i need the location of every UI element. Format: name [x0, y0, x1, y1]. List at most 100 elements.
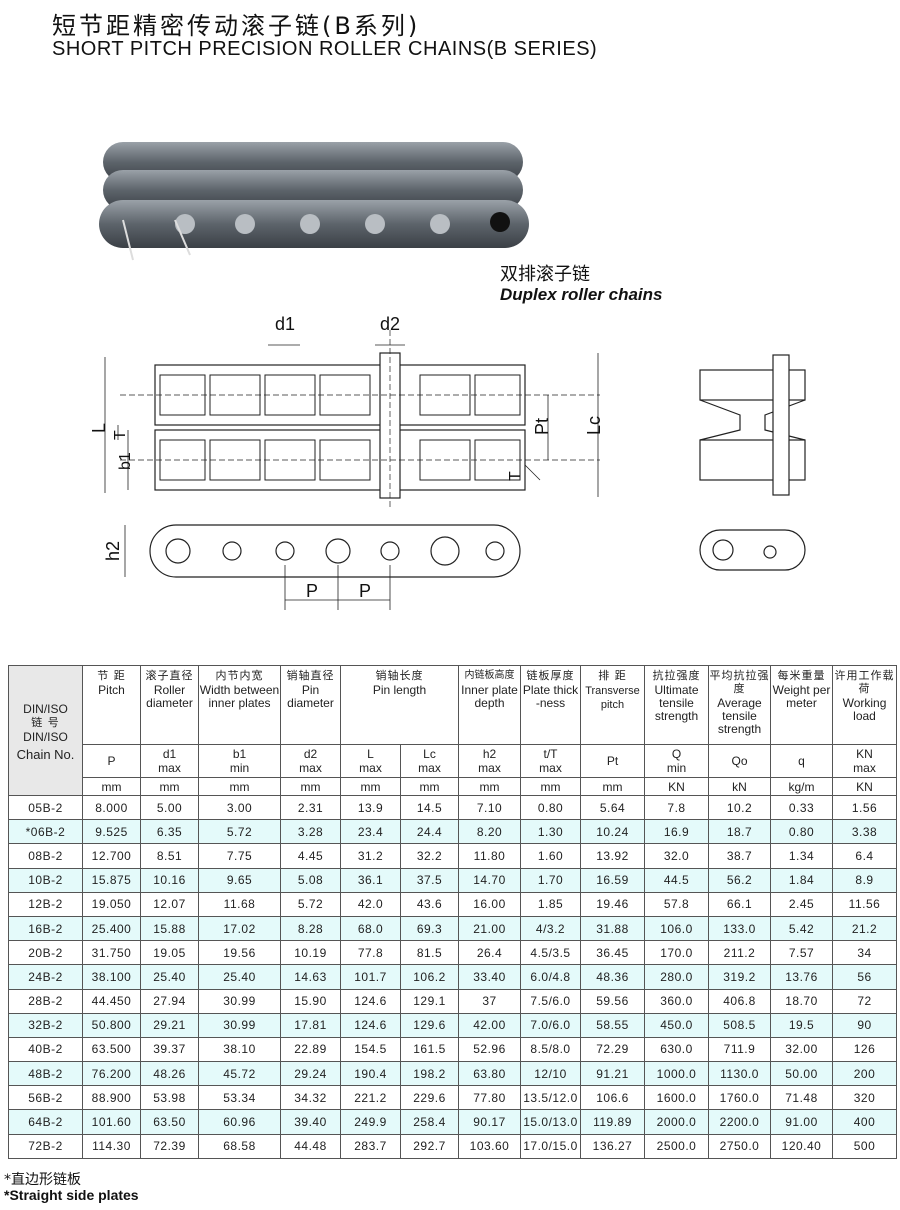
table-cell: 12.700: [82, 843, 141, 869]
table-cell: 17.81: [280, 1012, 341, 1038]
table-cell: 630.0: [644, 1036, 709, 1063]
table-cell: 1600.0: [644, 1085, 709, 1111]
table-cell: 63.50: [140, 1109, 199, 1135]
table-cell: 406.8: [708, 988, 771, 1014]
table-cell: 8.000: [82, 794, 141, 821]
table-cell: 19.56: [198, 940, 281, 966]
table-cell: 34.32: [280, 1085, 341, 1111]
table-cell: 91.00: [770, 1109, 833, 1135]
table-cell: 38.100: [82, 964, 141, 990]
sym-Qo: Qo: [708, 744, 771, 778]
table-cell: 36.45: [580, 940, 645, 966]
table-cell: 500: [832, 1133, 897, 1159]
table-cell: 5.00: [140, 794, 199, 821]
chain-no-cell: 20B-2: [8, 940, 83, 966]
table-cell: 13.9: [340, 794, 401, 821]
table-cell: 10.24: [580, 819, 645, 845]
table-cell: 221.2: [340, 1085, 401, 1111]
unit: mm: [520, 777, 581, 796]
table-cell: 0.80: [520, 794, 581, 821]
table-cell: 22.89: [280, 1036, 341, 1063]
table-cell: 8.9: [832, 867, 897, 893]
table-cell: 13.76: [770, 964, 833, 990]
table-cell: 0.33: [770, 794, 833, 821]
chain-no-cell: 10B-2: [8, 867, 83, 893]
table-cell: 39.40: [280, 1109, 341, 1135]
chain-no-cell: 28B-2: [8, 988, 83, 1014]
table-cell: 11.68: [198, 891, 281, 917]
label-Pt: Pt: [532, 418, 552, 435]
table-cell: 17.0/15.0: [520, 1133, 581, 1159]
table-cell: 76.200: [82, 1061, 141, 1087]
table-cell: 170.0: [644, 940, 709, 966]
table-cell: 15.0/13.0: [520, 1109, 581, 1135]
table-cell: 36.1: [340, 867, 401, 893]
table-cell: 43.6: [400, 891, 459, 917]
table-cell: 9.525: [82, 819, 141, 845]
footnote-english: *Straight side plates: [4, 1187, 139, 1203]
table-cell: 32.00: [770, 1036, 833, 1063]
label-d2: d2: [380, 314, 400, 334]
table-cell: 77.8: [340, 940, 401, 966]
table-cell: 50.800: [82, 1012, 141, 1038]
table-cell: 1130.0: [708, 1061, 771, 1087]
table-cell: 2750.0: [708, 1133, 771, 1159]
label-h2: h2: [103, 541, 123, 561]
table-cell: 7.10: [458, 794, 521, 821]
table-cell: 10.19: [280, 940, 341, 966]
table-cell: 3.38: [832, 819, 897, 845]
label-d1: d1: [275, 314, 295, 334]
unit: mm: [198, 777, 281, 796]
table-cell: 31.88: [580, 915, 645, 942]
table-cell: 2500.0: [644, 1133, 709, 1159]
table-cell: 15.88: [140, 915, 199, 942]
table-cell: 59.56: [580, 988, 645, 1014]
table-cell: 1760.0: [708, 1085, 771, 1111]
table-cell: 190.4: [340, 1061, 401, 1087]
unit: mm: [140, 777, 199, 796]
table-cell: 19.05: [140, 940, 199, 966]
sym-P: P: [82, 744, 141, 778]
table-cell: 4.5/3.5: [520, 940, 581, 966]
table-cell: 5.64: [580, 794, 645, 821]
table-cell: 126: [832, 1036, 897, 1063]
table-cell: 58.55: [580, 1012, 645, 1038]
table-cell: 42.0: [340, 891, 401, 917]
table-cell: 161.5: [400, 1036, 459, 1063]
table-cell: 2.45: [770, 891, 833, 917]
table-cell: 711.9: [708, 1036, 771, 1063]
table-cell: 292.7: [400, 1133, 459, 1159]
table-cell: 120.40: [770, 1133, 833, 1159]
top-view: d1 d2 L T b1 Pt Lc T: [89, 314, 604, 510]
duplex-chain-photo: [99, 142, 529, 261]
unit: mm: [400, 777, 459, 796]
table-cell: 258.4: [400, 1109, 459, 1135]
table-cell: 198.2: [400, 1061, 459, 1087]
sym-q: q: [770, 744, 833, 778]
table-cell: 25.400: [82, 915, 141, 942]
table-cell: 29.21: [140, 1012, 199, 1038]
chain-no-cell: 56B-2: [8, 1085, 83, 1111]
table-cell: 5.72: [280, 891, 341, 917]
table-cell: 2200.0: [708, 1109, 771, 1135]
table-cell: 10.16: [140, 867, 199, 893]
table-cell: 44.450: [82, 988, 141, 1014]
table-cell: 124.6: [340, 988, 401, 1014]
